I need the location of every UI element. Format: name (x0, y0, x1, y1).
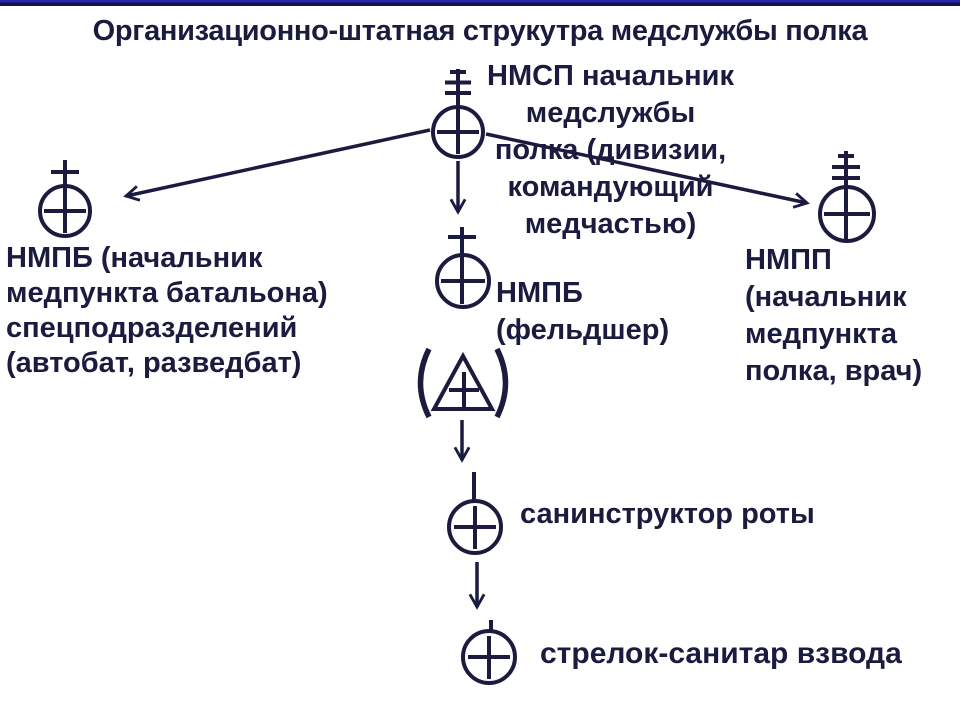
nmsp-label-line: медслужбы (525, 97, 696, 129)
sanitar-symbol (461, 620, 517, 685)
nmpb-mid-symbol (435, 227, 491, 309)
nmsp-label: НМСП начальник медслужбы полка (дивизии,… (468, 58, 753, 243)
page-title: Организационно-штатная струкутра медслуж… (92, 15, 868, 47)
nmpb-battalion-label-line: (автобат, разведбат) (6, 347, 302, 379)
nmpp-label-line: НМПП (745, 244, 832, 276)
nmpb-feldsher-label: НМПБ (фельдшер) (496, 275, 669, 349)
nmsp-label-line: командующий (507, 171, 714, 203)
nmsp-label-line: полка (дивизии, (494, 134, 727, 166)
nmpp-label: НМПП (начальник медпункта полка, врач) (745, 242, 922, 390)
nmpb-battalion-label-line: НМПБ (начальник (6, 242, 263, 274)
sanitar-label: стрелок-санитар взвода (540, 637, 902, 670)
saninstructor-symbol (447, 472, 503, 555)
nmpb-battalion-label: НМПБ (начальник медпункта батальона) спе… (6, 241, 328, 381)
nmpp-label-line: медпункта (745, 318, 897, 350)
nmpb-battalion-label-line: медпункта батальона) (6, 277, 328, 309)
nmpp-symbol (818, 151, 876, 243)
nmsp-symbol (431, 69, 485, 159)
nmsp-label-line: медчастью) (524, 208, 697, 240)
window-top-bar (0, 0, 960, 6)
nmpb-left-symbol (38, 160, 92, 238)
triangle-plus-in-parentheses-icon (417, 347, 509, 419)
nmpb-feldsher-label-line: НМПБ (496, 277, 583, 309)
nmpb-feldsher-label-line: (фельдшер) (496, 314, 670, 346)
nmpb-battalion-label-line: спецподразделений (6, 312, 298, 344)
nmpp-label-line: полка, врач) (745, 355, 923, 387)
nmpp-label-line: (начальник (745, 281, 907, 313)
saninstructor-label: санинструктор роты (520, 498, 815, 530)
nmsp-label-line: НМСП начальник (487, 60, 734, 92)
arrow-nmsp-to-nmpp (485, 132, 810, 209)
arrow-nmsp-to-nmpb-left (123, 128, 431, 202)
